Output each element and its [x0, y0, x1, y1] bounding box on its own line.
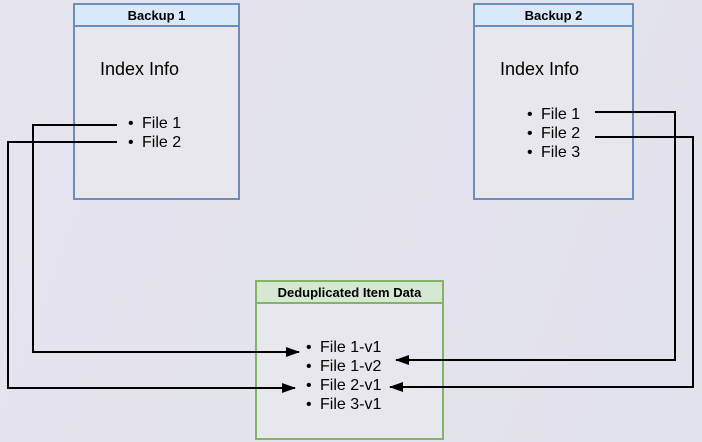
backup1-index-info-label: Index Info: [100, 59, 180, 79]
deduplicated-item-data-box: Deduplicated Item Data File 1-v1 File 1-…: [255, 280, 444, 440]
backup1-box: Backup 1 Index Info File 1 File 2: [73, 3, 240, 200]
list-item: File 2: [527, 124, 580, 143]
backup2-box: Backup 2 Index Info File 1 File 2 File 3: [473, 3, 634, 200]
dedup-file-list: File 1-v1 File 1-v2 File 2-v1 File 3-v1: [306, 338, 381, 414]
list-item: File 2-v1: [306, 376, 381, 395]
backup2-index-info-label: Index Info: [500, 59, 580, 79]
backup1-title: Backup 1: [75, 5, 238, 27]
list-item: File 1-v2: [306, 357, 381, 376]
list-item: File 1-v1: [306, 338, 381, 357]
backup1-file-list: File 1 File 2: [128, 114, 181, 152]
list-item: File 1: [527, 105, 580, 124]
list-item: File 3: [527, 143, 580, 162]
list-item: File 3-v1: [306, 395, 381, 414]
list-item: File 1: [128, 114, 181, 133]
backup2-title: Backup 2: [475, 5, 632, 27]
dedup-title: Deduplicated Item Data: [257, 282, 442, 304]
list-item: File 2: [128, 133, 181, 152]
backup2-file-list: File 1 File 2 File 3: [527, 105, 580, 162]
